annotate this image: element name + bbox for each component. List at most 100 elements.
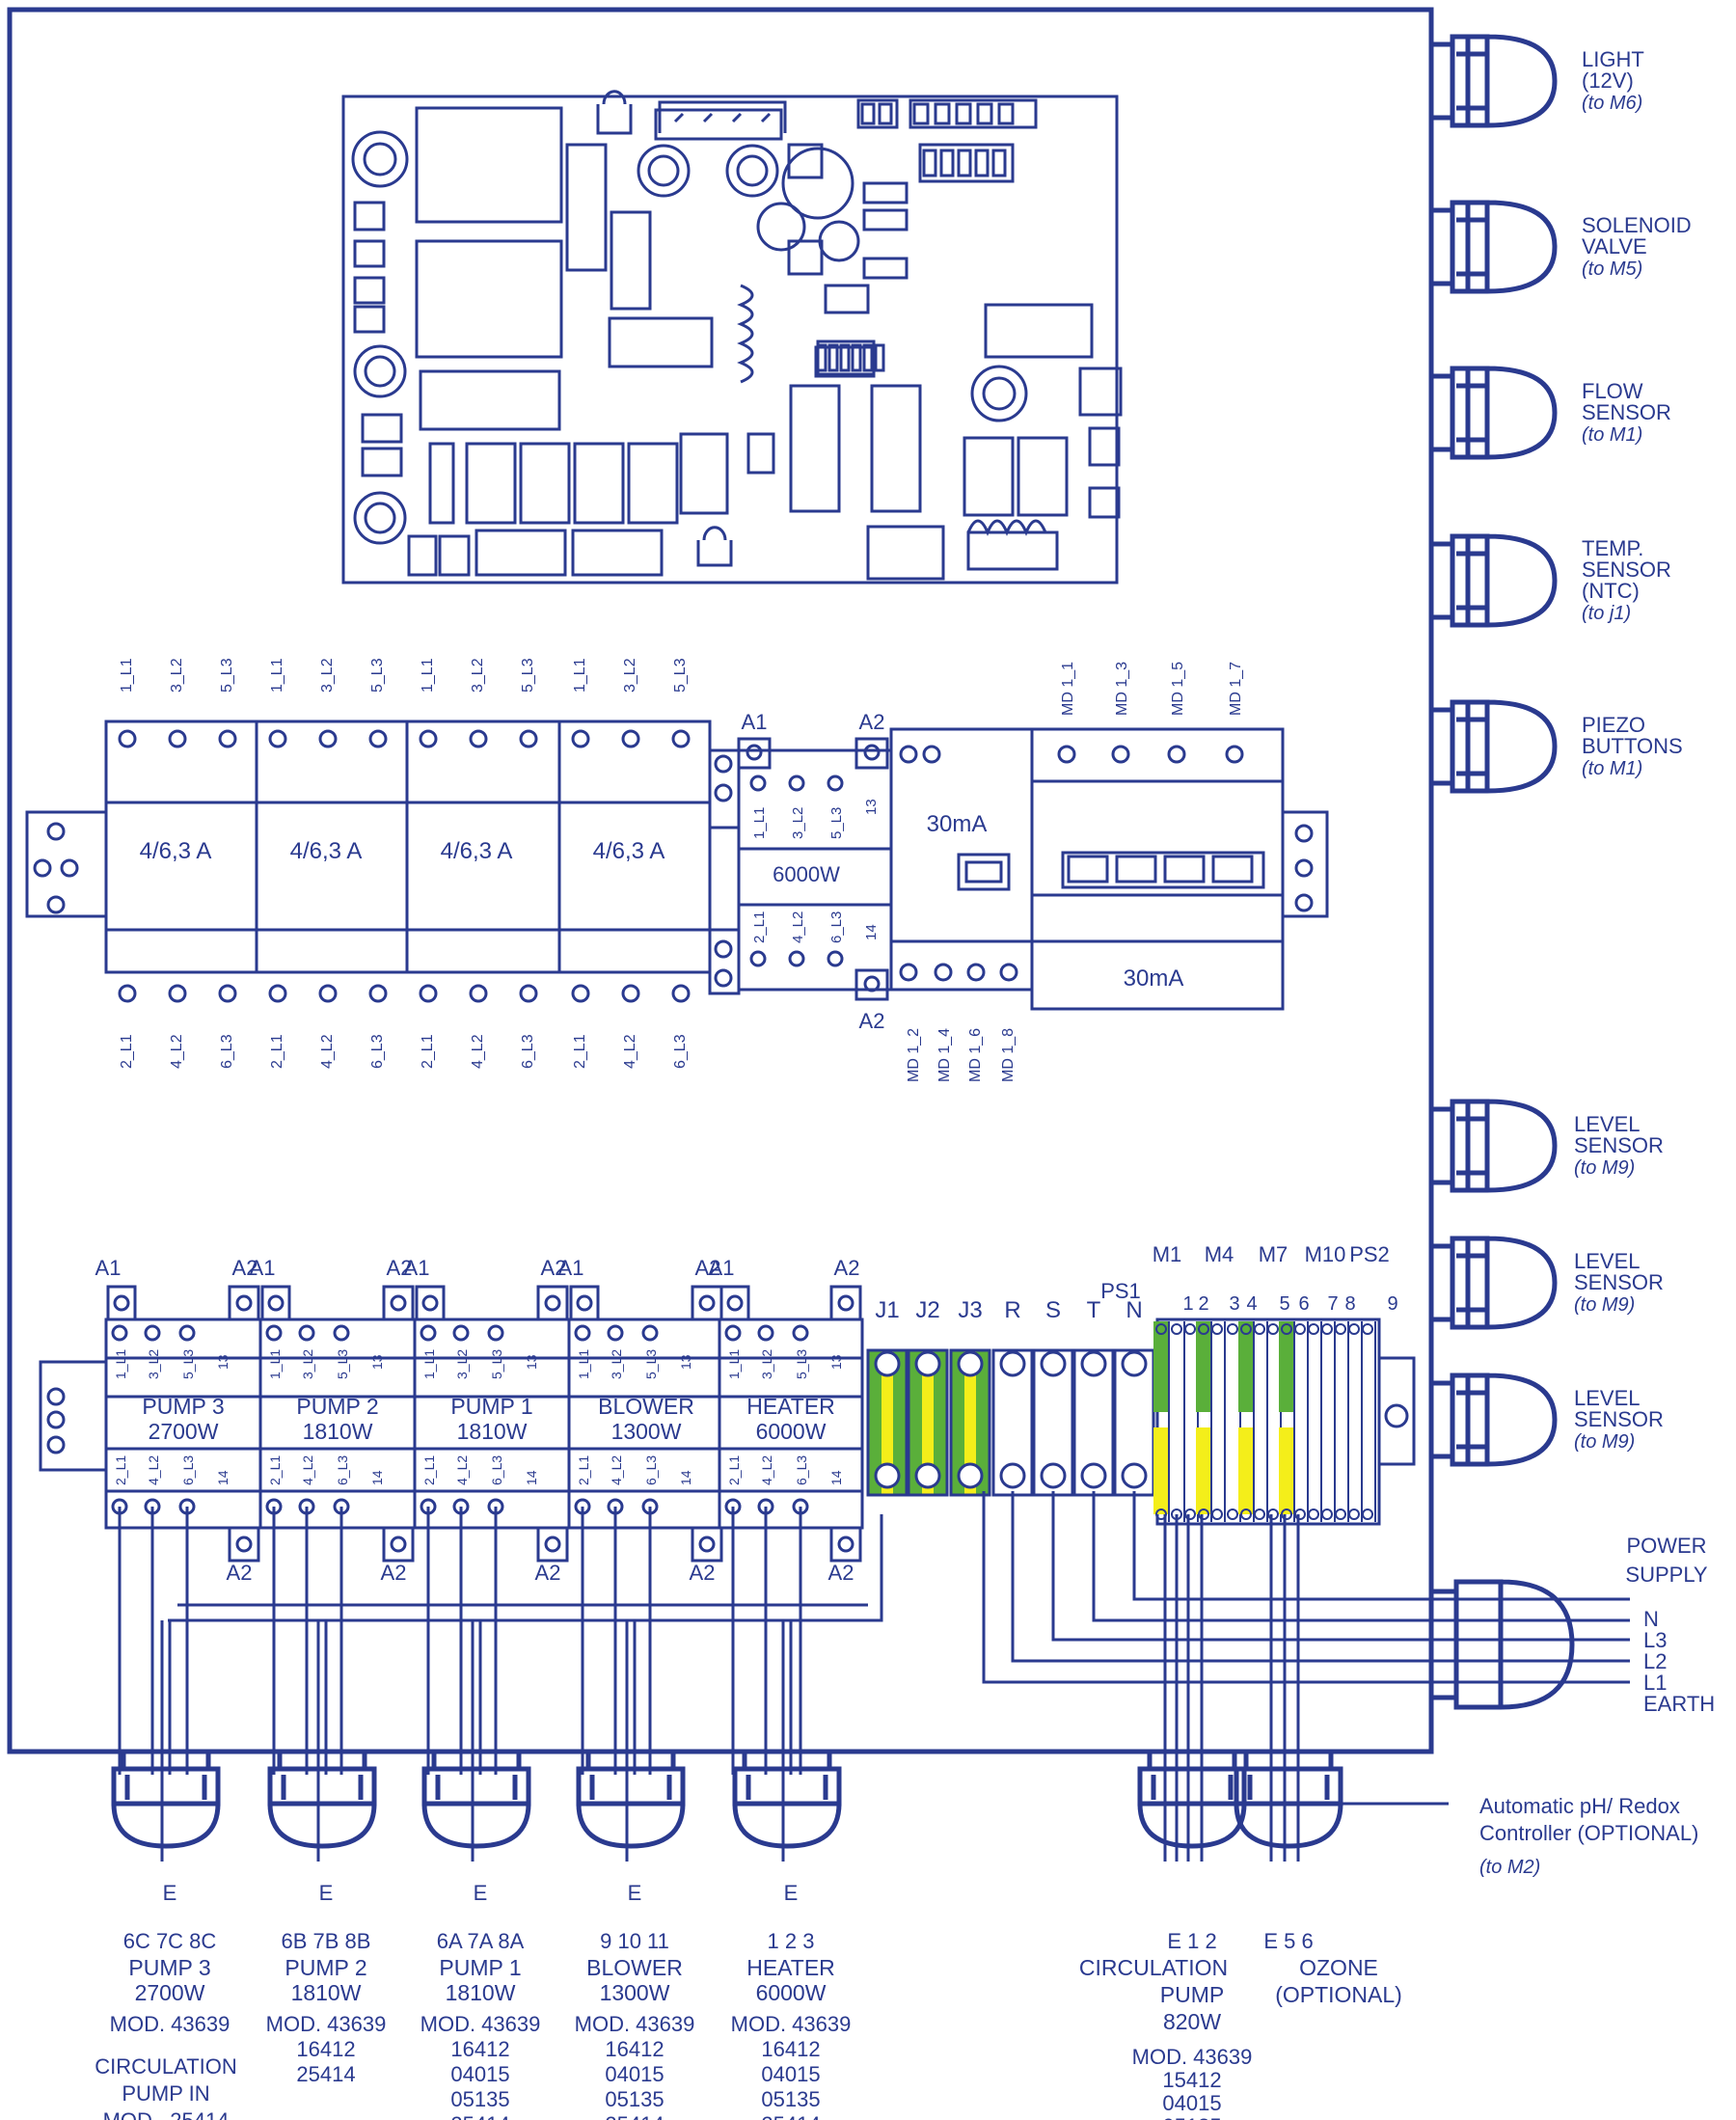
wire-numbers: 9 10 11 xyxy=(600,1929,669,1953)
contactor-term-bottom: 14 xyxy=(524,1470,539,1485)
ozone-label: OZONE xyxy=(1299,1955,1378,1980)
wire-numbers: 6B 7B 8B xyxy=(282,1929,371,1953)
terminal-screw xyxy=(235,1536,253,1553)
a1-label: A1 xyxy=(558,1256,584,1280)
gland-label: SENSOR xyxy=(1574,1133,1664,1157)
model-number: 16412 xyxy=(761,2037,820,2061)
terminal-screw xyxy=(621,729,640,748)
terminal-screw xyxy=(698,1536,716,1553)
model-number: 05135 xyxy=(1162,2114,1221,2120)
contactor-term-top: 3_L2 xyxy=(146,1349,161,1379)
cable-gland xyxy=(1234,1752,1343,1849)
gland-label: SENSOR xyxy=(1574,1270,1664,1294)
terminal-screw xyxy=(726,1294,744,1312)
model-number: 05135 xyxy=(450,2087,509,2111)
wire-numbers: 6A 7A 8A xyxy=(437,1929,525,1953)
contactor-term-bottom: 2_L1 xyxy=(576,1455,591,1485)
rcd-rating: 30mA xyxy=(927,811,988,837)
cable-gland xyxy=(1431,699,1558,794)
enclosure xyxy=(7,7,1434,1754)
breaker-rating: 4/6,3 A xyxy=(290,838,363,864)
terminal-screw xyxy=(1225,745,1244,764)
contactor-name: HEATER xyxy=(746,1394,835,1419)
wire-numbers: 6C 7C 8C xyxy=(123,1929,217,1953)
terminal-screw xyxy=(671,984,691,1003)
circulation-label: 820W xyxy=(1163,2009,1221,2034)
terminal-screw xyxy=(452,1324,470,1342)
terminal-label: J3 xyxy=(958,1297,982,1323)
terminal-screw xyxy=(118,984,137,1003)
contactor-power: 1300W xyxy=(611,1419,682,1444)
terminal-screw xyxy=(788,950,805,967)
terminal-screw xyxy=(574,1324,591,1342)
contactor-term-top: 1_L1 xyxy=(421,1349,437,1379)
ph-controller-label: Automatic pH/ Redox xyxy=(1479,1794,1680,1818)
wire-numbers: E 5 6 xyxy=(1263,1929,1313,1953)
output-name: PUMP 3 xyxy=(128,1955,210,1980)
cable-gland xyxy=(1431,1373,1558,1467)
contactor-term-bottom: 2_L1 xyxy=(113,1455,128,1485)
contactor-term-bottom: 4_L2 xyxy=(759,1455,774,1485)
terminal-screw xyxy=(576,1294,593,1312)
model-number: 16412 xyxy=(605,2037,664,2061)
a1-label: A1 xyxy=(95,1256,122,1280)
terminal-screw xyxy=(168,729,187,748)
terminal-number: 9 xyxy=(1387,1293,1397,1315)
output-name: PUMP 1 xyxy=(439,1955,521,1980)
terminal-screw xyxy=(118,729,137,748)
output-power: 2700W xyxy=(135,1980,205,2005)
terminal-screw xyxy=(318,729,338,748)
terminal-label: N xyxy=(1126,1297,1142,1323)
gland-label-sub: (to M9) xyxy=(1574,1157,1635,1179)
terminal-screw xyxy=(837,1294,854,1312)
pole-label-bottom: 6_L3 xyxy=(520,1034,536,1069)
terminal-screw xyxy=(899,745,918,764)
contactor-name: PUMP 2 xyxy=(296,1394,378,1419)
contactor-term-top: 5_L3 xyxy=(643,1349,659,1379)
pole-label-bottom: 4_L2 xyxy=(169,1034,185,1069)
terminal-screw xyxy=(267,1294,285,1312)
cable-gland xyxy=(1431,366,1558,460)
gland-label: LEVEL xyxy=(1574,1249,1641,1273)
pole-label-top: 5_L3 xyxy=(369,658,386,693)
terminal-screw xyxy=(469,729,488,748)
output-name: HEATER xyxy=(746,1955,835,1980)
power-line-label: L2 xyxy=(1643,1649,1667,1673)
contactor-term-top: 3_L2 xyxy=(790,807,806,839)
output-extra: PUMP IN xyxy=(122,2081,209,2106)
model-number: MOD. 43639 xyxy=(420,2012,541,2036)
cable-gland xyxy=(576,1752,686,1849)
model-number: 16412 xyxy=(450,2037,509,2061)
terminal-T xyxy=(1072,1348,1115,1497)
a2-label: A2 xyxy=(381,1561,407,1585)
gland-label: LIGHT xyxy=(1582,47,1644,71)
contactor-name: PUMP 1 xyxy=(450,1394,532,1419)
power-line-label: EARTH xyxy=(1643,1692,1715,1716)
terminal-screw xyxy=(966,963,986,982)
cable-gland xyxy=(1431,34,1558,128)
model-number: MOD. 43639 xyxy=(575,2012,695,2036)
terminal-screw xyxy=(698,1294,716,1312)
gland-label: SENSOR xyxy=(1582,400,1671,424)
contactor-term-top: 5_L3 xyxy=(180,1349,196,1379)
model-number: 25414 xyxy=(450,2112,509,2120)
terminal-number: 1 xyxy=(1182,1293,1193,1315)
a1-label: A1 xyxy=(250,1256,276,1280)
contactor-power: 2700W xyxy=(149,1419,219,1444)
contactor-name: BLOWER xyxy=(598,1394,694,1419)
terminal-screw xyxy=(792,1324,809,1342)
power-line-label: L1 xyxy=(1643,1671,1667,1695)
contactor-term-bottom: 14 xyxy=(369,1470,385,1485)
terminal-screw xyxy=(268,984,287,1003)
contactor-term-top: 13 xyxy=(863,799,880,815)
terminal-number: 4 xyxy=(1246,1293,1257,1315)
terminal-screw xyxy=(934,963,953,982)
terminal-screw xyxy=(368,729,388,748)
pole-label-bottom: 2_L1 xyxy=(119,1034,135,1069)
pole-label-top: 3_L2 xyxy=(470,658,486,693)
md-label-bottom: MD 1_2 xyxy=(906,1028,922,1082)
gland-label: (NTC) xyxy=(1582,579,1640,603)
cable-gland xyxy=(421,1752,531,1849)
terminal-screw xyxy=(749,950,767,967)
terminal-screw xyxy=(746,744,763,761)
